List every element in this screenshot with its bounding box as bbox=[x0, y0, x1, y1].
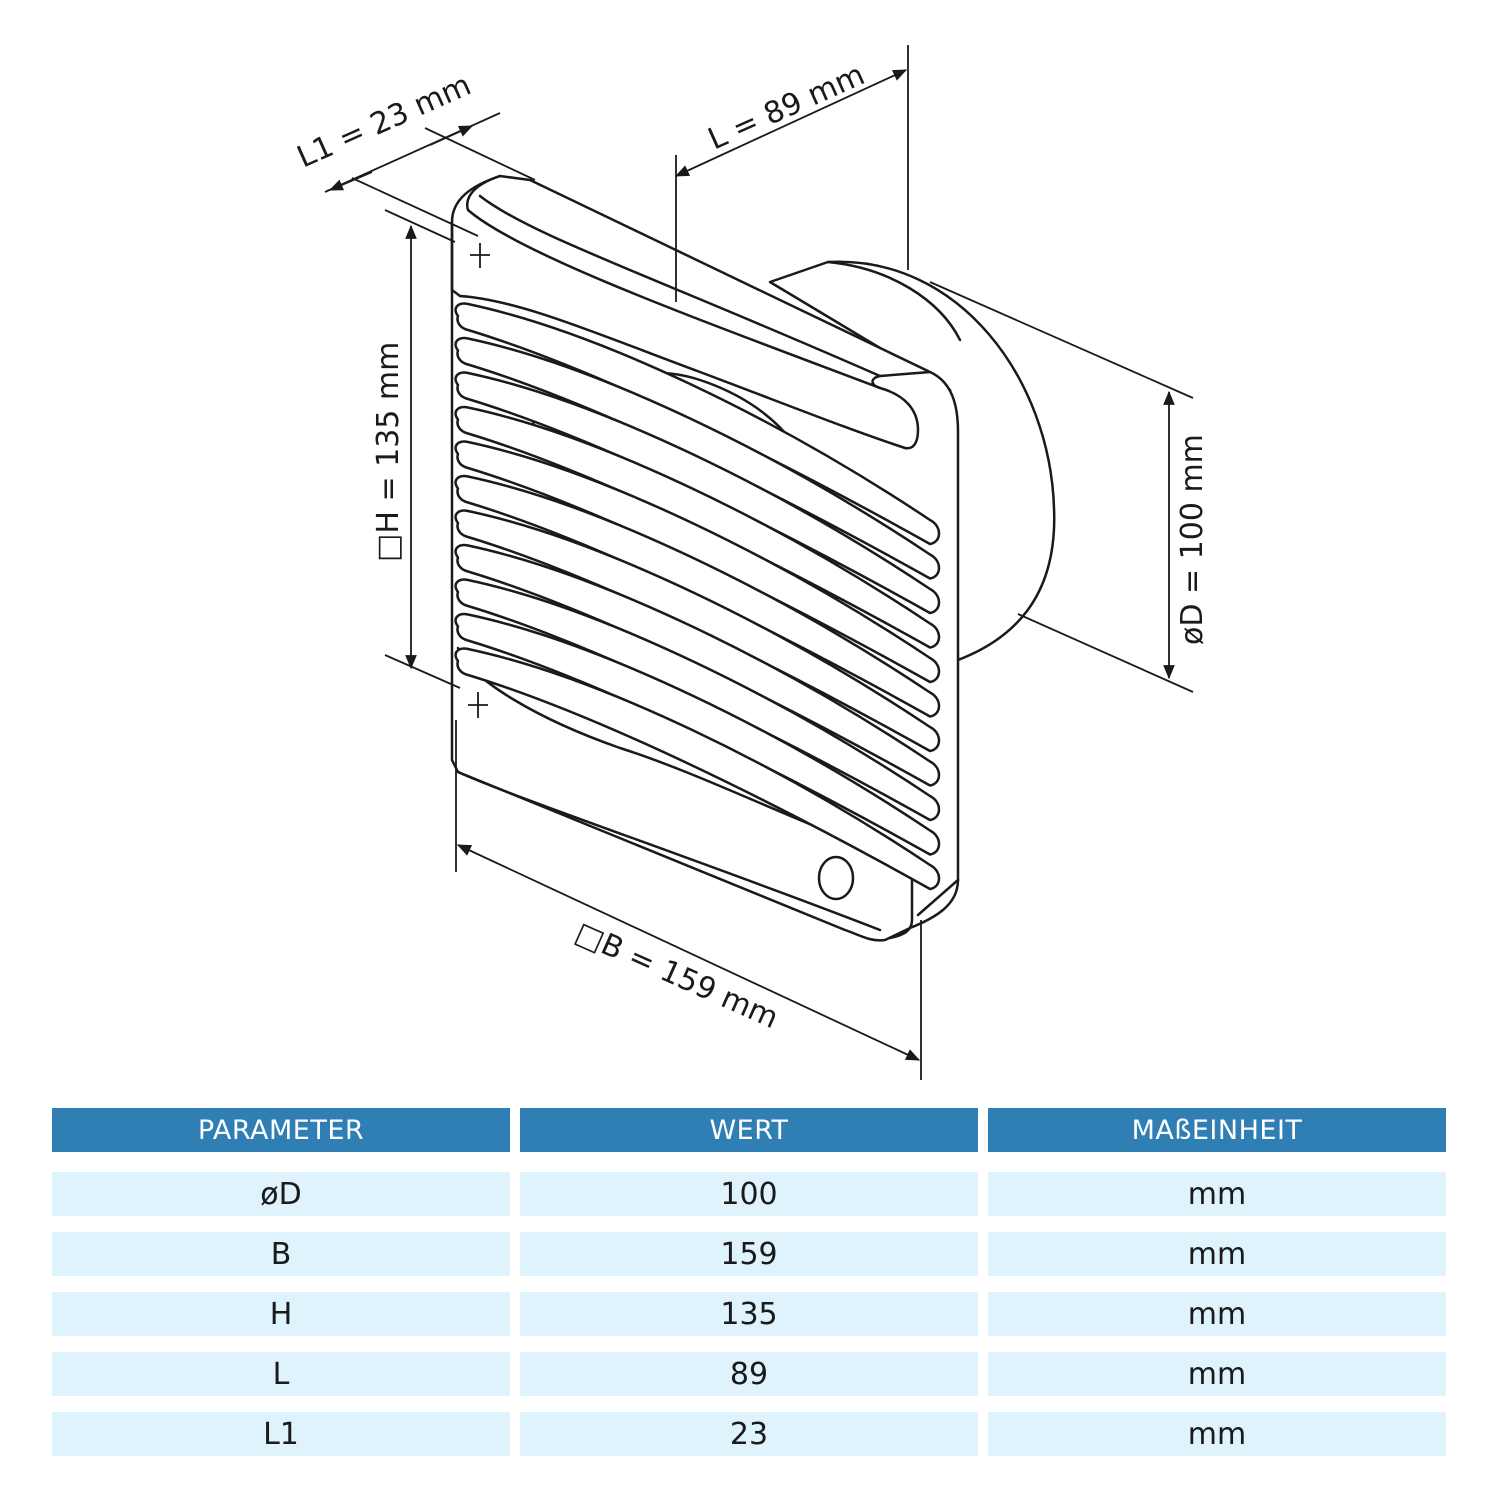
cell-wert: 100 bbox=[520, 1172, 978, 1216]
dim-label-l1: L1 = 23 mm bbox=[292, 68, 476, 176]
table-row: H 135 mm bbox=[52, 1292, 1446, 1336]
cell-parameter: L1 bbox=[52, 1412, 510, 1456]
louver-slat bbox=[454, 440, 941, 684]
header-parameter: PARAMETER bbox=[52, 1108, 510, 1152]
cell-unit: mm bbox=[988, 1352, 1446, 1396]
table-header-row: PARAMETER WERT MAßEINHEIT bbox=[52, 1108, 1446, 1152]
louver-slat bbox=[454, 405, 941, 649]
cell-parameter: H bbox=[52, 1292, 510, 1336]
dim-h: □H = 135 mm bbox=[371, 209, 461, 689]
cell-unit: mm bbox=[988, 1292, 1446, 1336]
louver-slat bbox=[454, 302, 941, 546]
spec-table: PARAMETER WERT MAßEINHEIT øD 100 mm B 15… bbox=[52, 1108, 1446, 1472]
cell-parameter: øD bbox=[52, 1172, 510, 1216]
louver-slat bbox=[454, 578, 941, 822]
header-wert: WERT bbox=[520, 1108, 978, 1152]
dim-label-d: øD = 100 mm bbox=[1175, 434, 1210, 645]
louver-slat bbox=[454, 509, 941, 753]
louver-slat bbox=[454, 336, 941, 580]
cell-unit: mm bbox=[988, 1172, 1446, 1216]
cell-wert: 159 bbox=[520, 1232, 978, 1276]
louver-slat bbox=[454, 612, 941, 856]
table-row: L1 23 mm bbox=[52, 1412, 1446, 1456]
louver-slat bbox=[454, 371, 941, 615]
dim-l: L = 89 mm bbox=[674, 45, 909, 302]
dim-label-l: L = 89 mm bbox=[703, 57, 870, 157]
fan-dimension-drawing: L1 = 23 mm L = 89 mm □H = 135 mm øD = 10… bbox=[292, 45, 1210, 1080]
louver-slat bbox=[454, 543, 941, 787]
table-row: L 89 mm bbox=[52, 1352, 1446, 1396]
dim-d: øD = 100 mm bbox=[929, 281, 1210, 693]
louver-slat bbox=[454, 474, 941, 718]
table-row: øD 100 mm bbox=[52, 1172, 1446, 1216]
cell-parameter: L bbox=[52, 1352, 510, 1396]
cell-unit: mm bbox=[988, 1232, 1446, 1276]
cell-wert: 135 bbox=[520, 1292, 978, 1336]
louver-slat bbox=[454, 647, 941, 891]
cell-parameter: B bbox=[52, 1232, 510, 1276]
duct-spigot-icon bbox=[768, 260, 1056, 662]
header-masseinheit: MAßEINHEIT bbox=[988, 1108, 1446, 1152]
dim-label-b: □B = 159 mm bbox=[570, 915, 784, 1036]
cell-wert: 23 bbox=[520, 1412, 978, 1456]
cell-unit: mm bbox=[988, 1412, 1446, 1456]
control-knob-icon bbox=[817, 855, 855, 901]
table-row: B 159 mm bbox=[52, 1232, 1446, 1276]
cell-wert: 89 bbox=[520, 1352, 978, 1396]
dim-label-h: □H = 135 mm bbox=[371, 342, 406, 562]
louver-grille-icon bbox=[454, 302, 941, 891]
